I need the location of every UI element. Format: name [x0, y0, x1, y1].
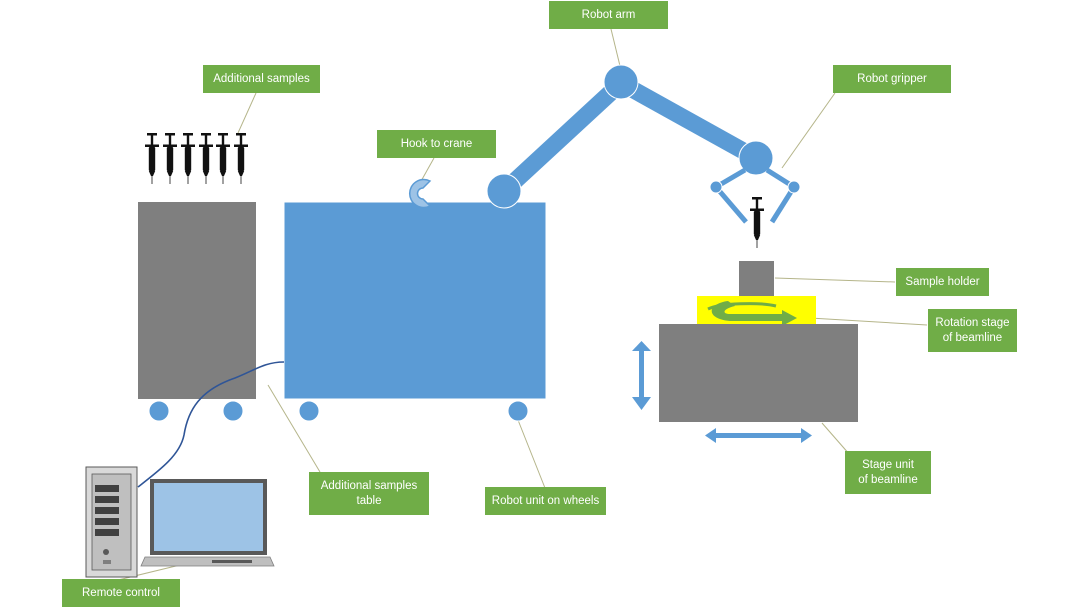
syringe-icon — [199, 133, 213, 184]
wheel-icon — [222, 400, 244, 422]
curved-arrow-icon — [707, 301, 797, 326]
computer-tower-icon — [85, 466, 138, 578]
label-stage-unit: Stage unit of beamline — [845, 451, 931, 494]
wheel-icon — [148, 400, 170, 422]
gripper-joint — [787, 180, 801, 194]
cable — [137, 361, 285, 488]
syringe-icon — [234, 133, 248, 184]
additional-samples-table — [138, 202, 256, 399]
syringe-icon — [163, 133, 177, 184]
label-hook-to-crane: Hook to crane — [377, 130, 496, 158]
label-robot-gripper: Robot gripper — [833, 65, 951, 93]
robot-unit-body — [283, 201, 547, 400]
label-robot-unit-on-wheels: Robot unit on wheels — [485, 487, 606, 515]
sample-holder — [739, 261, 774, 296]
horizontal-double-arrow-icon — [705, 428, 812, 443]
label-robot-arm: Robot arm — [549, 1, 668, 29]
label-rotation-stage: Rotation stage of beamline — [928, 309, 1017, 352]
monitor-icon — [140, 479, 275, 567]
leader-lines — [117, 28, 928, 581]
gripper-joint — [709, 180, 723, 194]
syringe-icon — [145, 133, 159, 184]
hook-icon — [409, 178, 432, 209]
stage-unit — [659, 324, 858, 422]
label-additional-samples-table: Additional samples table — [309, 472, 429, 515]
wheel-icon — [298, 400, 320, 422]
robot-arm — [486, 64, 774, 209]
syringe-icon — [181, 133, 195, 184]
syringe-icon — [750, 197, 764, 248]
label-sample-holder: Sample holder — [896, 268, 989, 296]
syringe-icon — [216, 133, 230, 184]
wheel-icon — [507, 400, 529, 422]
vertical-double-arrow-icon — [632, 341, 651, 410]
label-remote-control: Remote control — [62, 579, 180, 607]
label-additional-samples: Additional samples — [203, 65, 320, 93]
